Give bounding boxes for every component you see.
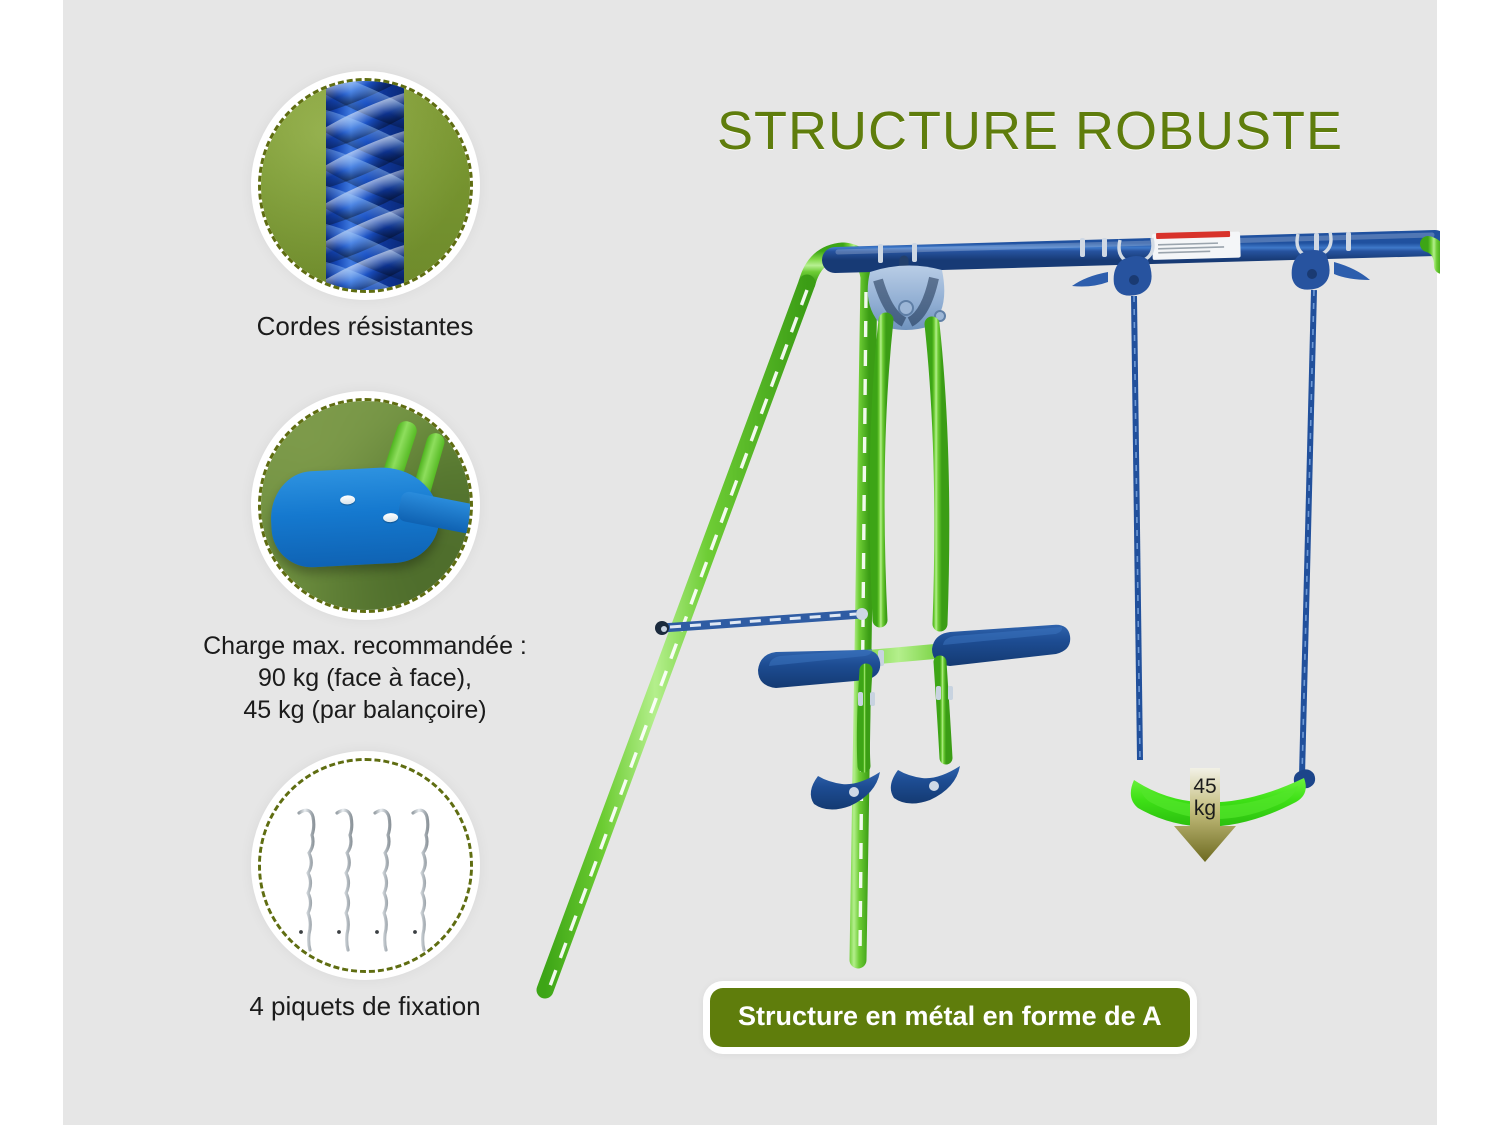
rope-hanger-left [1072,237,1155,761]
warning-label-icon [1152,230,1241,260]
glider-seat-left [758,649,881,688]
max-load-line-2: 90 kg (face à face), [257,664,472,692]
ground-stakes-icon [296,808,429,952]
glider-arms [869,312,950,632]
load-value: 45 [1193,775,1217,798]
rope-hanger-right [1291,231,1370,777]
braided-rope-icon [326,81,404,290]
a-frame-far-right-leg [1420,236,1440,274]
rope-photo-circle [257,78,473,293]
swing-set-illustration [480,200,1440,1000]
feature-max-load: Charge max. recommandée : 90 kg (face à … [180,398,550,726]
feature-stakes-caption: 4 piquets de fixation [249,991,481,1021]
load-unit: kg [1193,797,1217,821]
load-indicator-45kg: 45 kg [1172,768,1238,864]
glider-seat-right [932,624,1071,666]
max-load-line-3: 45 kg (par balançoire) [243,696,487,724]
feature-ropes: Cordes résistantes [180,78,550,343]
stakes-photo-circle [257,758,473,973]
feature-badge-a-frame: Structure en métal en forme de A [710,988,1190,1047]
feature-stakes: 4 piquets de fixation [180,758,550,1023]
down-arrow-icon [1172,768,1238,864]
stakes-background [260,761,470,970]
cross-brace [655,608,868,635]
feature-ropes-caption: Cordes résistantes [256,311,474,341]
feature-max-load-caption: Charge max. recommandée : 90 kg (face à … [180,630,550,726]
glider-footrest-right [890,766,960,804]
a-frame-right-leg [834,242,878,969]
glider-lower-tubes [856,655,953,773]
max-load-line-1: Charge max. recommandée : [203,632,527,660]
glider-seat-photo-circle [257,398,473,613]
blue-seat-icon [268,464,441,570]
page-title: STRUCTURE ROBUSTE [716,101,1344,161]
top-beam [822,230,1440,273]
glider-footrest-left [810,772,880,810]
